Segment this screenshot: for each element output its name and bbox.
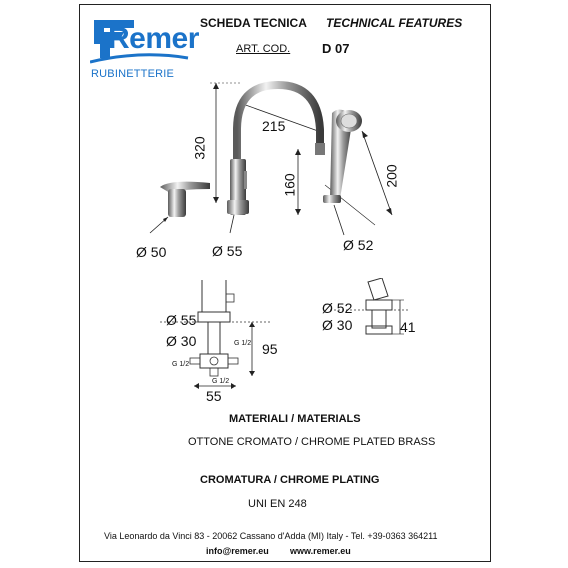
art-cod-label: ART. COD. (236, 43, 291, 55)
plating-text: UNI EN 248 (248, 498, 307, 510)
footer-address: Via Leonardo da Vinci 83 - 20062 Cassano… (104, 531, 438, 541)
footer-email[interactable]: info@remer.eu (206, 546, 269, 556)
dim-height-41: 41 (400, 319, 416, 335)
dim-spout-160: 160 (281, 173, 298, 197)
dim-diam-50: Ø 50 (136, 244, 167, 260)
dim-diam-52: Ø 52 (343, 237, 374, 253)
dim-reach-215: 215 (262, 118, 286, 134)
art-cod-value: D 07 (322, 41, 350, 56)
title-italian: SCHEDA TECNICA (200, 16, 307, 30)
brand-subtitle: RUBINETTERIE (91, 68, 175, 80)
plating-heading: CROMATURA / CHROME PLATING (200, 474, 380, 486)
brand-name: Remer (108, 22, 199, 55)
dim-thread-1: G 1/2 (234, 340, 252, 347)
dim-thread-3: G 1/2 (212, 378, 230, 385)
dim-bottom-diam-30: Ø 30 (166, 333, 197, 349)
technical-sheet (79, 4, 491, 562)
footer-web[interactable]: www.remer.eu (290, 546, 351, 556)
materials-heading: MATERIALI / MATERIALS (229, 413, 361, 425)
dim-hose-200: 200 (383, 164, 400, 188)
dim-thread-2: G 1/2 (172, 361, 190, 368)
materials-text: OTTONE CROMATO / CHROME PLATED BRASS (188, 436, 436, 448)
dim-depth-95: 95 (262, 341, 278, 357)
dim-bottom-diam-55: Ø 55 (166, 312, 197, 328)
dim-height-320: 320 (191, 136, 208, 160)
title-english: TECHNICAL FEATURES (326, 16, 463, 30)
remer-logo-icon (90, 20, 189, 64)
faucet-drawing (149, 80, 393, 236)
dim-diam-55: Ø 55 (212, 243, 243, 259)
dim-width-55: 55 (206, 388, 222, 404)
dim-shower-diam-30: Ø 30 (322, 317, 353, 333)
installation-drawing (160, 278, 410, 389)
dim-shower-diam-52: Ø 52 (322, 300, 353, 316)
